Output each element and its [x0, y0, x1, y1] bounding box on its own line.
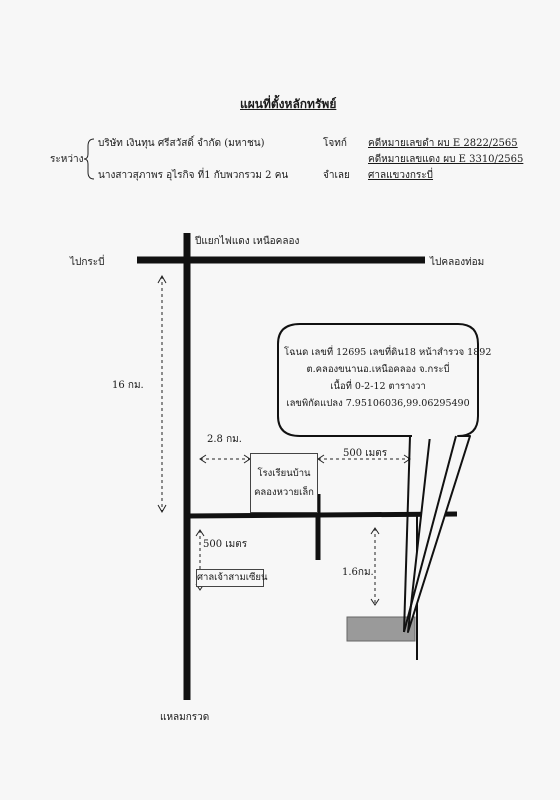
defendant-role: จำเลย	[323, 170, 350, 181]
brace-icon	[83, 138, 95, 180]
callout-area-line: เนื้อที่ 0-2-12 ตารางวา	[330, 381, 426, 392]
callout-deed-line: โฉนด เลขที่ 12695 เลขที่ดิน18 หน้าสำรวจ …	[284, 347, 492, 358]
distance-16km-label: 16 กม.	[112, 380, 144, 391]
plaintiff-name: บริษัท เงินทุน ศรีสวัสดิ์ จำกัด (มหาชน)	[98, 138, 265, 149]
callout-text: โฉนด เลขที่ 12695 เลขที่ดิน18 หน้าสำรวจ …	[284, 344, 492, 412]
between-label: ระหว่าง	[50, 154, 84, 165]
left-destination-label: ไปกระบี่	[70, 257, 105, 268]
school-label-line1: โรงเรียนบ้าน	[257, 468, 311, 479]
case-black-number: คดีหมายเลขดำ ผบ E 2822/2565	[368, 138, 518, 149]
shrine-box: ศาลเจ้าสามเซียน	[196, 569, 268, 587]
court-name: ศาลแขวงกระบี่	[368, 170, 434, 181]
top-junction-label: ปีแยกไฟแดง เหนือคลอง	[195, 236, 300, 247]
side-road-horizontal	[186, 511, 458, 519]
distance-1-6km-label: 1.6กม.	[342, 567, 374, 578]
case-red-number: คดีหมายเลขแดง ผบ E 3310/2565	[368, 154, 524, 165]
plaintiff-role: โจทก์	[323, 138, 347, 149]
callout-coordinates-line: เลขพิกัดแปลง 7.95106036,99.06295490	[286, 398, 470, 409]
distance-500m-top-label: 500 เมตร	[343, 448, 388, 459]
right-destination-label: ไปคลองท่อม	[430, 257, 485, 268]
school-label-line2: คลองหวายเล็ก	[254, 487, 314, 498]
callout-bubble	[277, 323, 479, 633]
distance-2-8km-label: 2.8 กม.	[207, 434, 242, 445]
defendant-name: นางสาวสุภาพร อุไรกิจ ที่1 กับพวกรวม 2 คน	[98, 170, 289, 181]
bottom-destination-label: แหลมกรวด	[160, 712, 210, 723]
arrow-down-icon	[157, 504, 167, 514]
arrow-up-icon	[157, 274, 167, 284]
distance-500m-left-label: 500 เมตร	[203, 539, 248, 550]
school-box: โรงเรียนบ้าน คลองหวายเล็ก	[250, 453, 318, 513]
callout-location-line: ต.คลองขนานอ.เหนือคลอง จ.กระบี่	[306, 364, 450, 375]
document-title: แผนที่ตั้งหลักทรัพย์	[240, 97, 337, 111]
